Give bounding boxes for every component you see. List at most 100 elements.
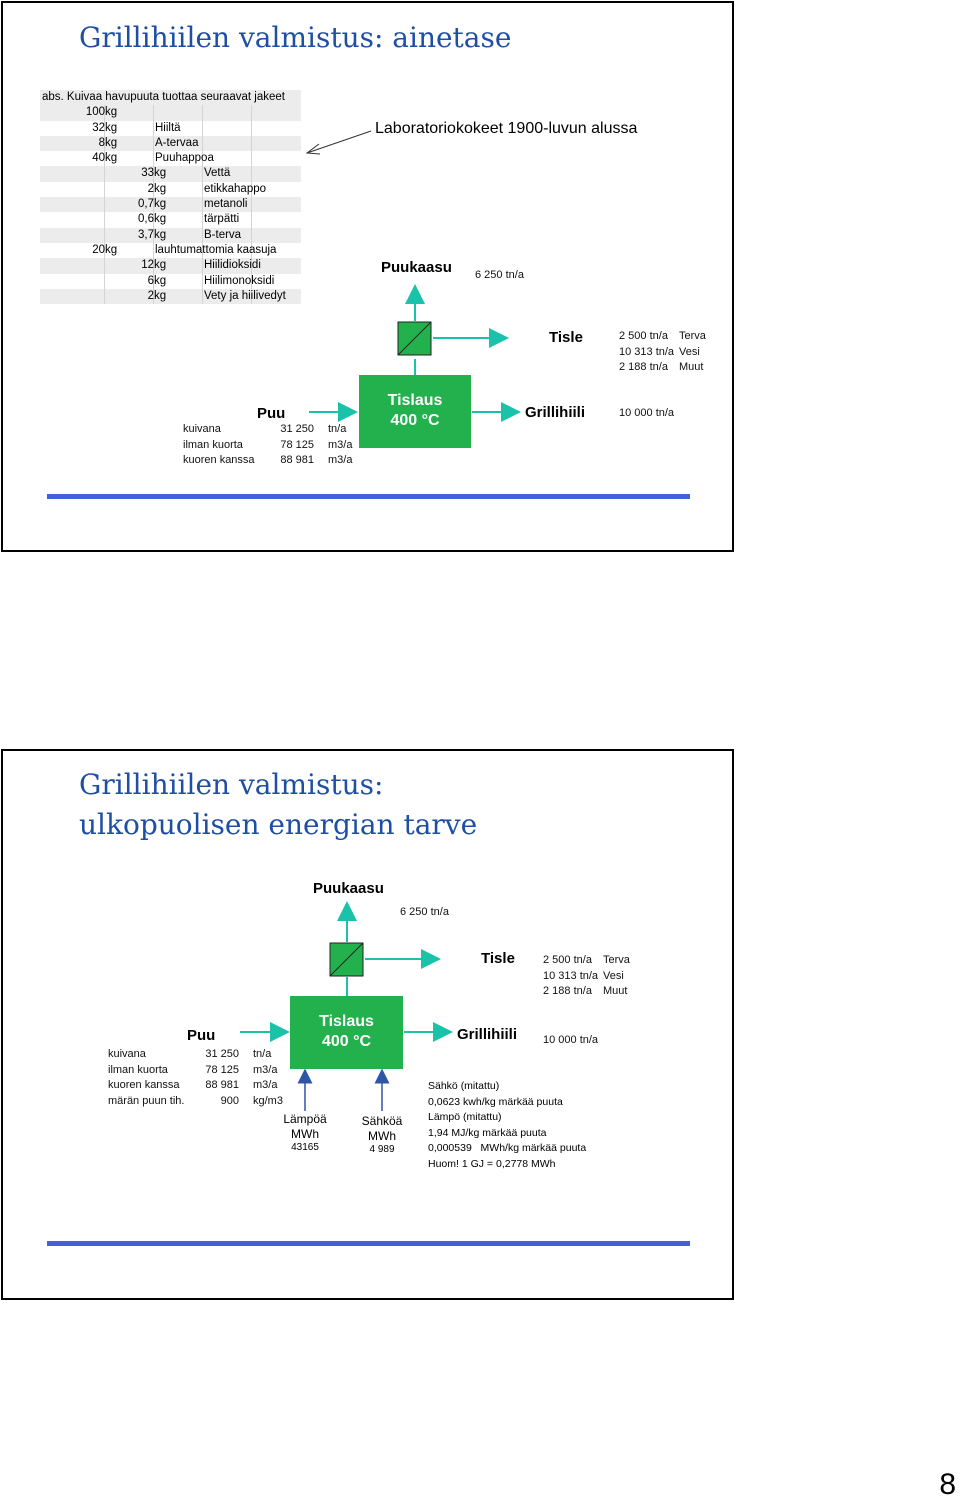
- tisle-row: 10 313 tn/a Vesi: [543, 970, 638, 986]
- sahko-label: Sähköä: [361, 1114, 403, 1128]
- grid-line: [202, 120, 203, 136]
- puu-row-value: 78 125: [205, 1063, 239, 1076]
- grid-line: [202, 212, 203, 228]
- sahko-unit: MWh: [368, 1129, 396, 1143]
- energy-note: 1,94 MJ/kg märkää puuta: [428, 1126, 547, 1139]
- diagram-arrows: [309, 284, 521, 422]
- row-label: tärpätti: [204, 213, 240, 226]
- row-unit: kg: [105, 136, 118, 149]
- tisle-name: Vesi: [679, 345, 700, 358]
- grid-line: [251, 151, 252, 167]
- grid-line: [153, 242, 154, 259]
- grid-line: [202, 242, 203, 259]
- row-amount: 8: [98, 136, 105, 149]
- grid-line: [251, 273, 252, 289]
- grid-line: [104, 120, 105, 136]
- grid-line: [104, 242, 105, 259]
- puu-row-label: kuivana: [183, 423, 221, 435]
- row-unit: kg: [105, 121, 118, 134]
- puu-row-unit: m3/a: [253, 1063, 278, 1076]
- grid-line: [202, 258, 203, 274]
- puu-row-label: märän puun tih.: [108, 1094, 185, 1107]
- tisle-name: Vesi: [603, 969, 624, 982]
- grid-line: [153, 135, 154, 152]
- grid-line: [153, 105, 154, 121]
- puu-row-value: 31 250: [280, 423, 314, 435]
- puu-row-value: 31 250: [205, 1048, 239, 1060]
- grid-line: [104, 151, 105, 167]
- puu-row-label: kuoren kanssa: [108, 1079, 180, 1091]
- row-unit: kg: [105, 243, 118, 256]
- grid-line: [153, 288, 154, 305]
- grid-line: [104, 197, 105, 213]
- tislaus-temp: 400 °C: [390, 412, 440, 429]
- grid-line: [251, 197, 252, 213]
- row-label: Puuhappoa: [155, 152, 214, 165]
- tisle-label: Tisle: [481, 950, 515, 967]
- row-amount: 6: [147, 274, 154, 287]
- table-header: abs. Kuivaa havupuuta tuottaa seuraavat …: [40, 90, 301, 106]
- tislaus-box: Tislaus 400 °C: [359, 375, 471, 448]
- grid-line: [104, 273, 105, 289]
- row-unit: kg: [154, 274, 167, 287]
- tislaus-box: Tislaus 400 °C: [290, 996, 403, 1069]
- grid-line: [251, 120, 252, 136]
- grillihiili-label: Grillihiili: [525, 404, 586, 421]
- puu-label: Puu: [187, 1027, 216, 1044]
- puu-label: Puu: [257, 405, 286, 422]
- tisle-value: 2 188 tn/a: [619, 361, 668, 373]
- grid-line: [251, 212, 252, 228]
- grillihiili-value: 10 000 tn/a: [619, 407, 675, 419]
- sahko-value: 4 989: [369, 1144, 395, 1155]
- fraction-table: abs. Kuivaa havupuuta tuottaa seuraavat …: [40, 90, 301, 305]
- tisle-value: 10 313 tn/a: [543, 969, 599, 982]
- puukaasu-value: 6 250 tn/a: [475, 269, 524, 281]
- row-unit: kg: [154, 182, 167, 195]
- grid-line: [153, 181, 154, 198]
- grid-line: [251, 258, 252, 274]
- row-label: Vettä: [204, 167, 231, 180]
- row-unit: kg: [154, 198, 167, 211]
- puukaasu-label: Puukaasu: [313, 880, 384, 897]
- tisle-name: Muut: [679, 361, 704, 373]
- grid-line: [251, 135, 252, 152]
- row-unit: kg: [154, 167, 167, 180]
- footer-bar: [47, 494, 690, 499]
- row-unit: kg: [105, 152, 118, 165]
- grid-line: [251, 227, 252, 243]
- grid-line: [251, 105, 252, 121]
- row-unit: kg: [105, 106, 118, 119]
- puu-row-unit: tn/a: [328, 423, 347, 435]
- grid-line: [251, 181, 252, 198]
- grid-line: [104, 212, 105, 228]
- grid-line: [202, 288, 203, 305]
- puu-row-unit: m3/a: [253, 1079, 278, 1091]
- row-amount: 32: [92, 121, 105, 134]
- row-amount: 2: [147, 289, 154, 302]
- puu-row-value: 900: [220, 1094, 239, 1107]
- row-amount: 12: [141, 259, 154, 272]
- grid-line: [104, 135, 105, 152]
- grillihiili-value: 10 000 tn/a: [543, 1034, 599, 1046]
- row-amount: 2: [147, 182, 154, 195]
- grid-line: [104, 166, 105, 182]
- grid-line: [153, 273, 154, 289]
- diagram-arrows: [240, 901, 453, 1111]
- row-unit: kg: [154, 289, 167, 302]
- process-diagram: Tislaus 400 °C Puukaasu 6 250 tn/a Tisle…: [3, 3, 736, 554]
- tisle-value: 2 500 tn/a: [619, 330, 668, 342]
